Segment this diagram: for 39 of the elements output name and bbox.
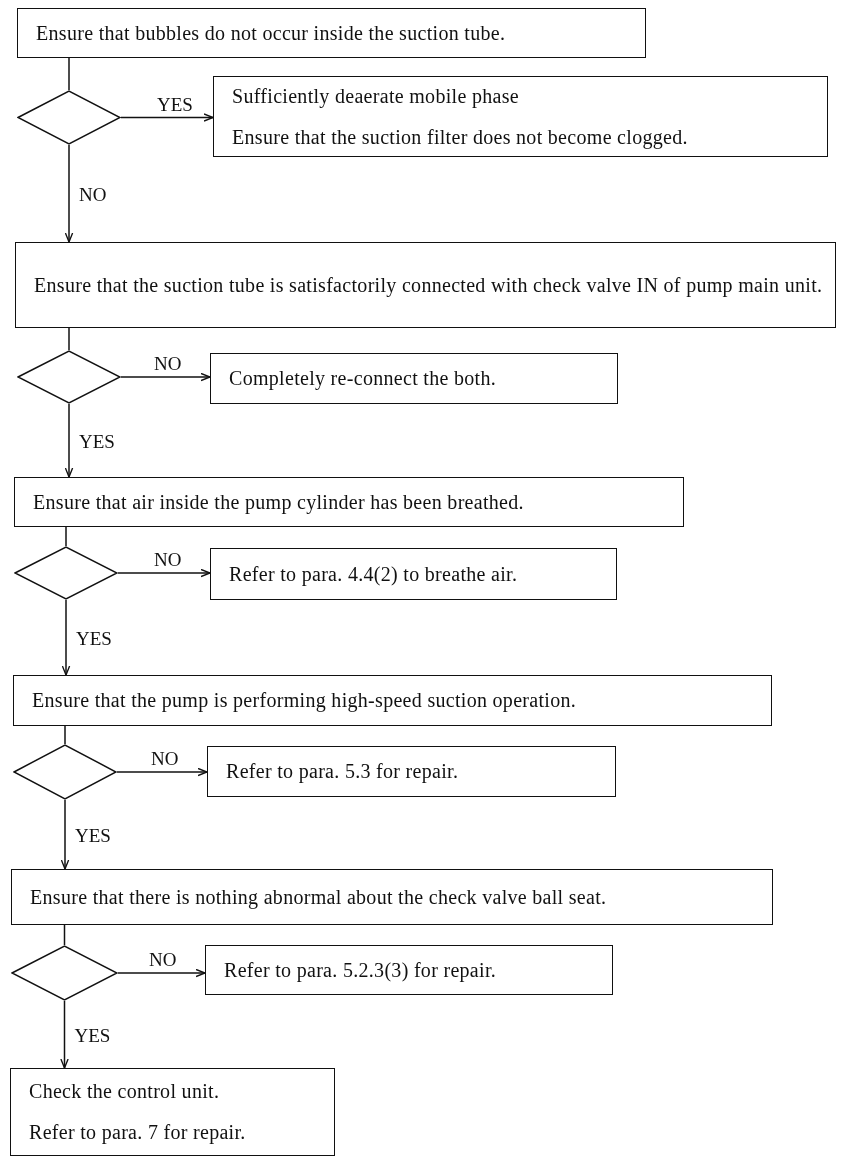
box-text: Refer to para. 5.3 for repair. [226,759,460,785]
arrow [120,113,214,122]
process-box [205,945,613,995]
process-box [11,869,773,925]
box-text: Ensure that the suction filter does not become clogged. [232,124,689,151]
box-text: Refer to para. 4.4(2) to breathe air. [229,561,519,588]
arrow [117,968,206,978]
process-box [14,477,684,527]
box-text: Ensure that air inside the pump cylinder has been breathed. [33,489,525,516]
box-text: Ensure that there is nothing abnormal about the check valve ball seat. [30,884,608,911]
arrow [116,767,208,777]
arrow [60,799,70,870]
box-text: Ensure that the pump is performing high-speed suction operation. [32,688,578,714]
arrow [120,372,211,382]
process-box [15,242,836,328]
connector-line [63,924,66,946]
process-box [17,8,646,58]
arrow [60,1000,69,1069]
process-box [10,1068,335,1156]
arrow [64,403,74,478]
box-text: Refer to para. 7 for repair. [29,1120,247,1146]
connector-line [65,526,67,547]
box-text: Ensure that the suction tube is satisfactorily connected with check valve IN of pump main unit. [34,272,823,299]
box-text: Refer to para. 5.2.3(3) for repair. [224,957,498,984]
box-text: Check the control unit. [29,1079,221,1104]
connector-line [68,327,70,351]
connector-line [64,725,66,745]
process-box [210,353,618,404]
process-box [207,746,616,797]
process-box [13,675,772,726]
process-box [213,76,828,157]
connector-line [68,57,70,91]
arrow [61,599,71,676]
arrow [117,568,211,578]
box-text: Completely re-connect the both. [229,366,497,392]
box-text: Sufficiently deaerate mobile phase [232,83,520,110]
box-text: Ensure that bubbles do not occur inside the suction tube. [36,20,507,46]
arrow [64,144,74,243]
process-box [210,548,617,600]
